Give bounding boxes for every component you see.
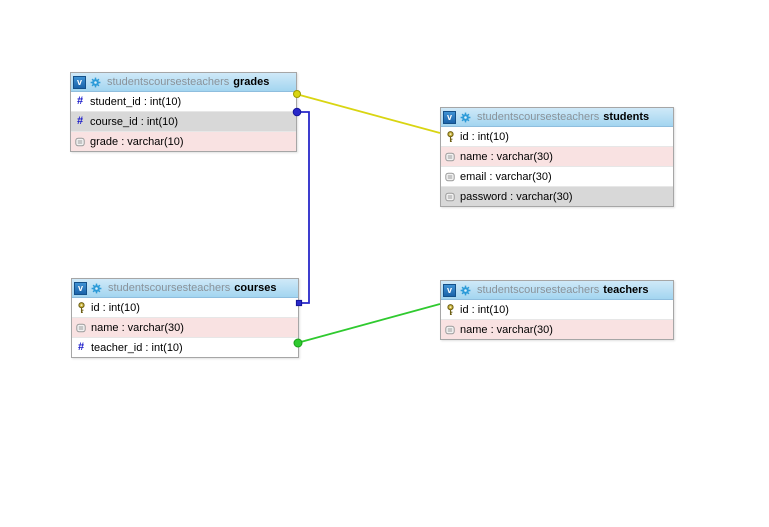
text-column-icon xyxy=(75,137,85,146)
column-row-students-id[interactable]: id : int(10) xyxy=(441,127,673,146)
column-label: teacher_id : int(10) xyxy=(91,341,183,354)
column-label: name : varchar(30) xyxy=(460,150,553,163)
database-name: studentscoursesteachers xyxy=(477,284,600,296)
indexed-column-hash-icon: # xyxy=(76,95,84,107)
view-toggle-icon[interactable]: v xyxy=(443,110,456,124)
text-column-icon xyxy=(445,152,455,161)
table-name: grades xyxy=(233,76,270,88)
table-options-gear-icon[interactable] xyxy=(90,77,101,88)
column-row-grades-grade[interactable]: grade : varchar(10) xyxy=(71,131,296,151)
column-label: course_id : int(10) xyxy=(90,115,179,128)
column-row-courses-id[interactable]: id : int(10) xyxy=(72,298,298,317)
database-name: studentscoursesteachers xyxy=(108,282,231,294)
relation-endpoint-dot xyxy=(292,107,302,117)
database-name: studentscoursesteachers xyxy=(107,76,230,88)
relation-line-grades-course_id-to-courses-id[interactable] xyxy=(296,111,310,304)
primary-key-icon xyxy=(77,301,85,313)
view-toggle-icon[interactable]: v xyxy=(73,75,86,89)
column-label: password : varchar(30) xyxy=(460,190,573,203)
column-row-courses-teacher_id[interactable]: # teacher_id : int(10) xyxy=(72,337,298,357)
text-column-icon xyxy=(445,172,455,181)
table-name: students xyxy=(603,111,650,123)
column-row-students-password[interactable]: password : varchar(30) xyxy=(441,186,673,206)
column-label: name : varchar(30) xyxy=(91,321,184,334)
column-row-grades-course_id[interactable]: # course_id : int(10) xyxy=(71,111,296,131)
relation-endpoint-dot xyxy=(295,299,303,307)
column-label: name : varchar(30) xyxy=(460,323,553,336)
column-label: id : int(10) xyxy=(460,130,509,143)
column-row-grades-student_id[interactable]: # student_id : int(10) xyxy=(71,92,296,111)
text-column-icon xyxy=(76,323,86,332)
view-toggle-icon[interactable]: v xyxy=(443,283,456,297)
primary-key-icon xyxy=(446,303,454,315)
indexed-column-hash-icon: # xyxy=(77,341,85,353)
column-label: id : int(10) xyxy=(460,303,509,316)
column-label: id : int(10) xyxy=(91,301,140,314)
table-options-gear-icon[interactable] xyxy=(460,285,471,296)
indexed-column-hash-icon: # xyxy=(76,115,84,127)
database-name: studentscoursesteachers xyxy=(477,111,600,123)
text-column-icon xyxy=(445,325,455,334)
relation-endpoint-dot xyxy=(293,338,303,348)
primary-key-icon xyxy=(446,130,454,142)
column-label: email : varchar(30) xyxy=(460,170,552,183)
table-name: courses xyxy=(234,282,277,294)
column-label: grade : varchar(10) xyxy=(90,135,184,148)
relation-line-grades-student_id-to-students-id[interactable] xyxy=(295,93,441,134)
column-row-students-email[interactable]: email : varchar(30) xyxy=(441,166,673,186)
column-label: student_id : int(10) xyxy=(90,95,182,108)
relation-endpoint-dot xyxy=(293,90,301,98)
text-column-icon xyxy=(445,192,455,201)
column-row-courses-name[interactable]: name : varchar(30) xyxy=(72,317,298,337)
relation-line-courses-teacher_id-to-teachers-id[interactable] xyxy=(296,303,441,344)
table-options-gear-icon[interactable] xyxy=(91,283,102,294)
table-options-gear-icon[interactable] xyxy=(460,112,471,123)
column-row-teachers-name[interactable]: name : varchar(30) xyxy=(441,319,673,339)
column-row-students-name[interactable]: name : varchar(30) xyxy=(441,146,673,166)
table-name: teachers xyxy=(603,284,649,296)
column-row-teachers-id[interactable]: id : int(10) xyxy=(441,300,673,319)
view-toggle-icon[interactable]: v xyxy=(74,281,87,295)
